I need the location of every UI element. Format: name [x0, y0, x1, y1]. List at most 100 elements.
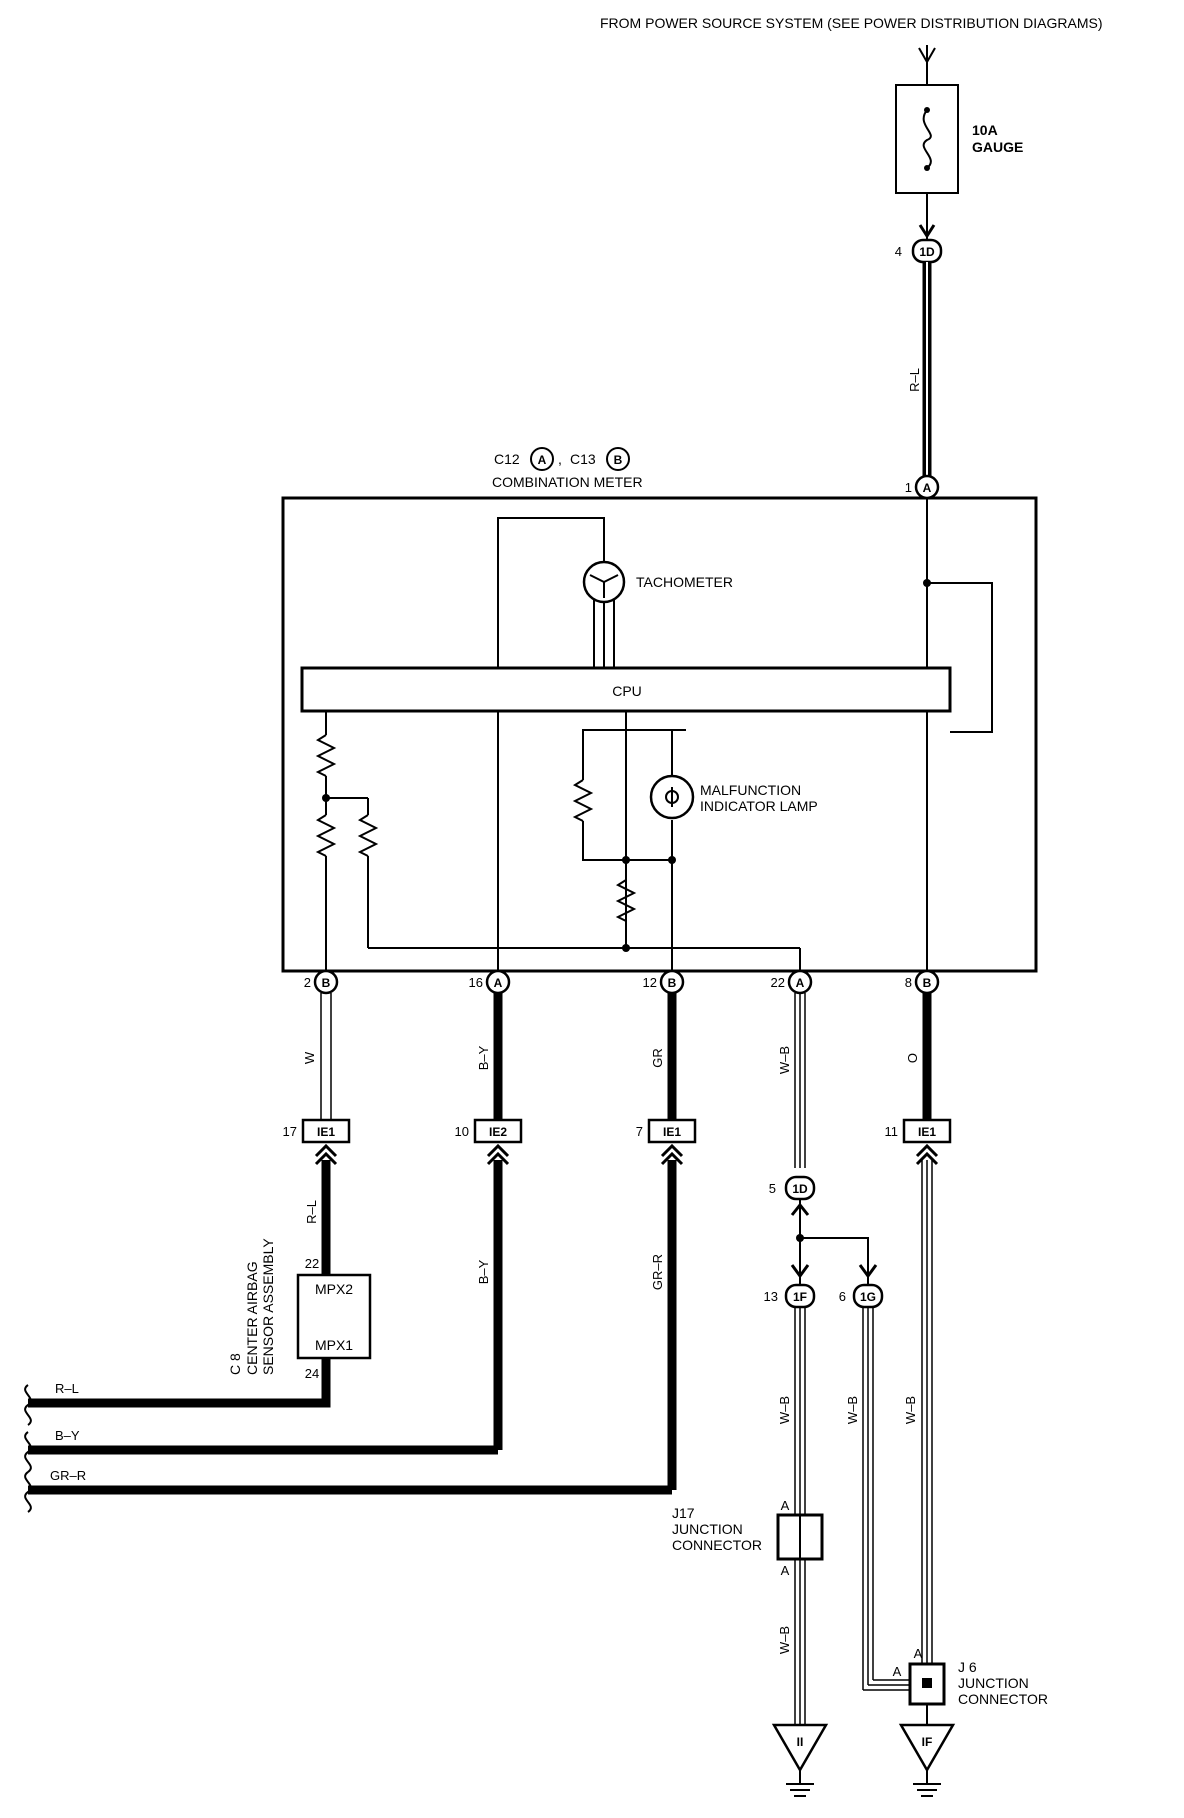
tachometer-symbol [582, 560, 626, 604]
meter-pin-2b: B [313, 969, 339, 995]
wire-label-rl-top: R–L [907, 368, 922, 392]
connector-ie2-10: IE2 [473, 1118, 523, 1144]
wire-label-gr: GR [650, 1048, 665, 1068]
svg-text:IE1: IE1 [317, 1125, 335, 1139]
resistor-network-left [315, 711, 800, 971]
connector-1d-5: 1D [784, 1175, 816, 1201]
svg-text:12: 12 [643, 975, 657, 990]
svg-text:B: B [322, 976, 331, 990]
mpx1-label: MPX1 [315, 1337, 353, 1353]
svg-text:A: A [494, 976, 503, 990]
cpu-label: CPU [612, 683, 642, 699]
fuse-name: GAUGE [972, 139, 1023, 155]
cpu-block [300, 666, 952, 713]
mil-label-1: MALFUNCTION [700, 782, 801, 798]
svg-text:1G: 1G [860, 1290, 876, 1304]
svg-text:IE1: IE1 [918, 1125, 936, 1139]
meter-pin-22a: A [787, 969, 813, 995]
connector-ie1-11: IE1 [902, 1118, 952, 1144]
fuse [895, 84, 959, 194]
svg-text:IF: IF [922, 1735, 933, 1749]
meter-pin-1a: A [914, 474, 940, 500]
connector-1d-top: 1D [911, 238, 943, 264]
mpx2-label: MPX2 [315, 1281, 353, 1297]
airbag-ref: C 8 [227, 1353, 243, 1375]
tachometer-label: TACHOMETER [636, 574, 733, 590]
center-airbag-sensor-box [296, 1273, 372, 1360]
svg-text:B: B [668, 976, 677, 990]
meter-conn-c13: C13 [570, 451, 596, 467]
malfunction-indicator-lamp [649, 774, 695, 820]
wire-label-out-by: B–Y [55, 1428, 80, 1443]
j6-ref: J 6 [958, 1659, 977, 1675]
svg-text:17: 17 [283, 1124, 297, 1139]
wire-label-grr-lower: GR–R [650, 1254, 665, 1290]
svg-text:22: 22 [305, 1256, 319, 1271]
j6-line1: JUNCTION [958, 1675, 1029, 1691]
meter-pin-8b: B [914, 969, 940, 995]
wire-label-w: W [302, 1051, 317, 1064]
svg-text:,: , [558, 451, 562, 467]
svg-text:A: A [538, 453, 547, 467]
junction-connector-j17 [776, 1513, 824, 1561]
svg-text:IE2: IE2 [489, 1125, 507, 1139]
j17-line2: CONNECTOR [672, 1537, 762, 1553]
j17-ref: J17 [672, 1505, 695, 1521]
svg-text:B: B [614, 453, 623, 467]
airbag-line1: CENTER AIRBAG [244, 1261, 260, 1375]
ground-ii: II [771, 1723, 829, 1797]
fuse-rating: 10A [972, 122, 998, 138]
connector-1f-13: 1F [784, 1283, 816, 1309]
wire-label-wb: W–B [777, 1046, 792, 1074]
svg-text:B: B [923, 976, 932, 990]
power-input-arrow [918, 45, 936, 85]
connector-ie1-17: IE1 [301, 1118, 351, 1144]
power-source-note: FROM POWER SOURCE SYSTEM (SEE POWER DIST… [600, 15, 1102, 31]
svg-text:A: A [781, 1563, 790, 1578]
svg-text:5: 5 [769, 1181, 776, 1196]
airbag-line2: SENSOR ASSEMBLY [260, 1238, 276, 1375]
svg-text:2: 2 [304, 975, 311, 990]
svg-text:A: A [914, 1646, 923, 1661]
meter-pin-16a: A [485, 969, 511, 995]
svg-text:6: 6 [839, 1289, 846, 1304]
svg-text:A: A [923, 481, 932, 495]
meter-pin-12b: B [659, 969, 685, 995]
svg-text:22: 22 [771, 975, 785, 990]
svg-text:11: 11 [885, 1124, 899, 1139]
svg-text:16: 16 [469, 975, 483, 990]
j6-line2: CONNECTOR [958, 1691, 1048, 1707]
svg-text:1D: 1D [919, 245, 935, 259]
wire-label-by: B–Y [476, 1045, 491, 1070]
svg-text:1D: 1D [792, 1182, 808, 1196]
svg-text:1: 1 [905, 480, 912, 495]
connector-1g-6: 1G [852, 1283, 884, 1309]
svg-text:8: 8 [905, 975, 912, 990]
svg-text:10: 10 [455, 1124, 469, 1139]
connector-ie1-7: IE1 [647, 1118, 697, 1144]
resistor-network-center [497, 711, 686, 971]
svg-text:II: II [797, 1735, 804, 1749]
meter-conn-c12: C12 [494, 451, 520, 467]
mil-label-2: INDICATOR LAMP [700, 798, 818, 814]
wire-label-wb-13: W–B [777, 1396, 792, 1424]
wire-label-wb-j17: W–B [777, 1626, 792, 1654]
wire-label-wb-6: W–B [845, 1396, 860, 1424]
svg-text:13: 13 [764, 1289, 778, 1304]
wire-label-out-rl: R–L [55, 1381, 79, 1396]
wire-label-by-lower: B–Y [476, 1259, 491, 1284]
wire-label-wb-11: W–B [903, 1396, 918, 1424]
svg-text:7: 7 [636, 1124, 643, 1139]
wire-label-o: O [905, 1053, 920, 1063]
svg-text:1F: 1F [793, 1290, 807, 1304]
pin-4: 4 [895, 244, 902, 259]
meter-title: COMBINATION METER [492, 474, 643, 490]
junction-connector-j6 [908, 1662, 946, 1725]
ground-if: IF [898, 1723, 956, 1797]
wire-label-out-grr: GR–R [50, 1468, 86, 1483]
wire-out-rl [28, 1358, 331, 1408]
svg-text:A: A [796, 976, 805, 990]
svg-text:24: 24 [305, 1366, 319, 1381]
svg-text:A: A [781, 1498, 790, 1513]
